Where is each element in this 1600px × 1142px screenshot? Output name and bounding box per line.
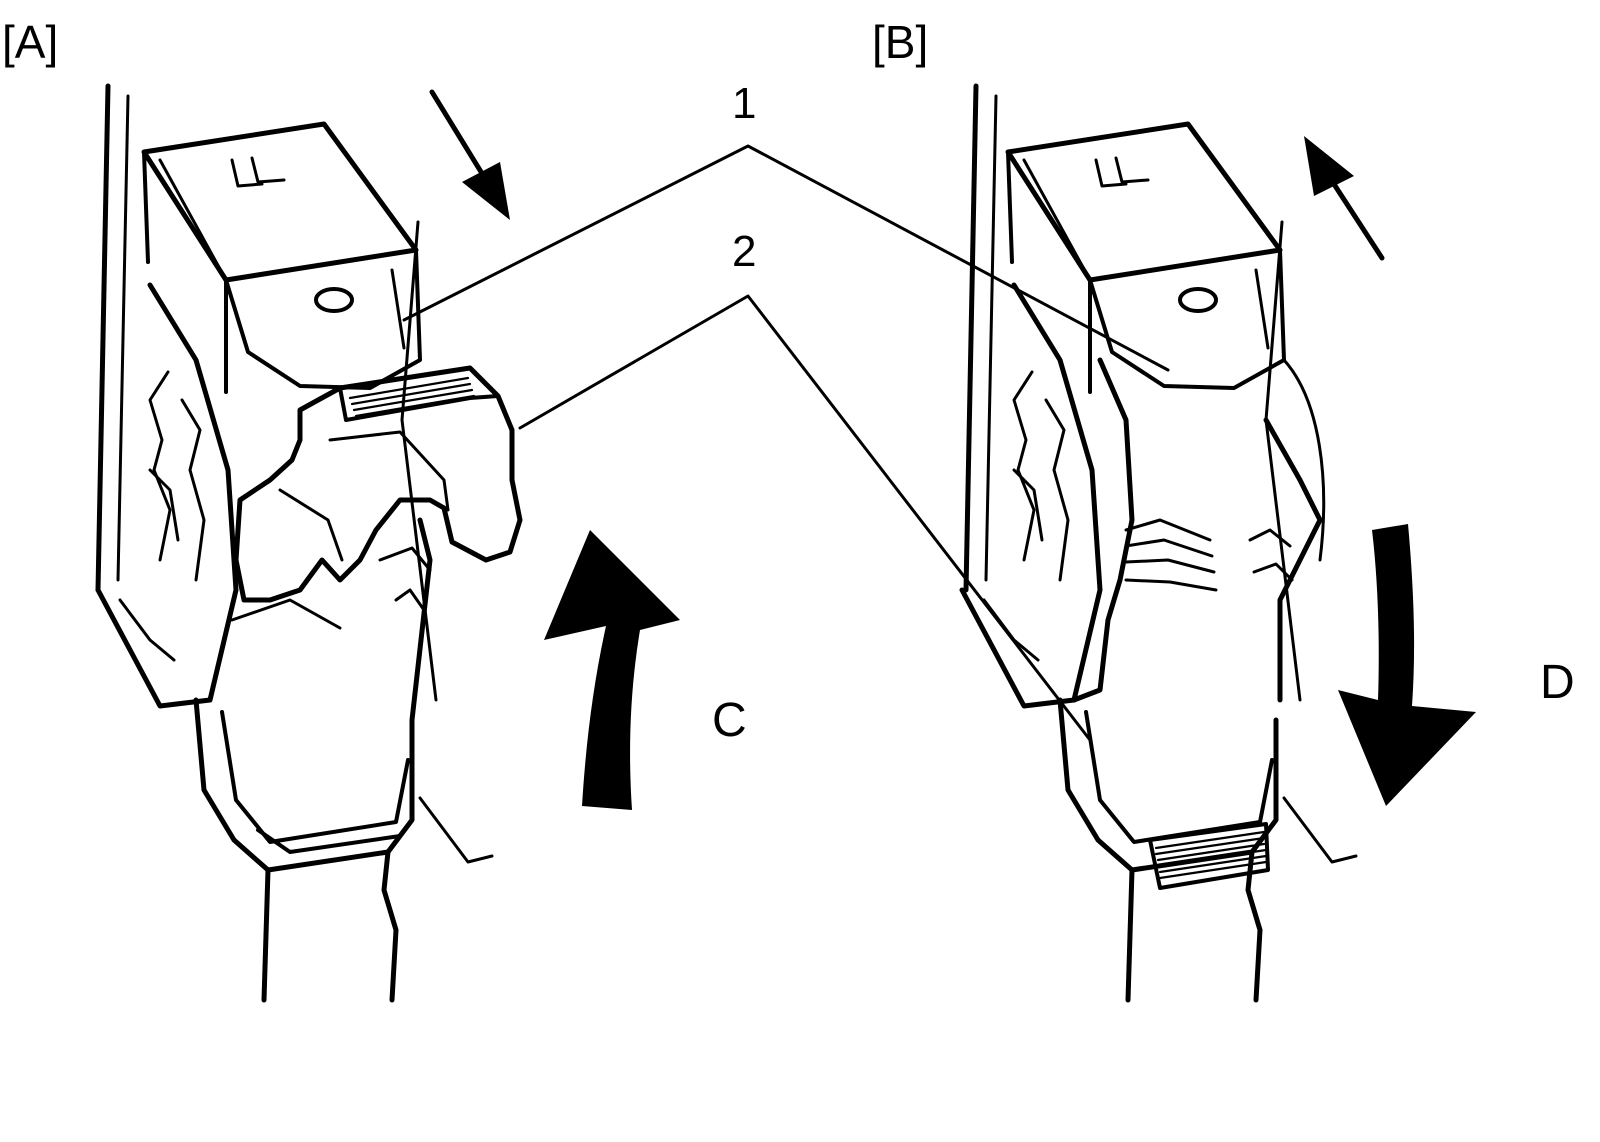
arrow-c-up bbox=[544, 530, 680, 810]
arrow-d-down bbox=[1338, 524, 1476, 806]
callout-2-leader bbox=[518, 294, 1092, 742]
direction-d-label: D bbox=[1540, 656, 1575, 709]
callout-1-leader bbox=[402, 144, 1170, 372]
panel-a-label: [A] bbox=[2, 16, 58, 68]
direction-c-label: C bbox=[712, 694, 747, 747]
connector-b bbox=[959, 83, 1358, 1003]
panel-b-label: [B] bbox=[872, 16, 928, 68]
arrow-push-a bbox=[429, 89, 510, 220]
connector-a bbox=[95, 83, 523, 1003]
arrow-pull-b bbox=[1304, 136, 1385, 261]
callout-1-label: 1 bbox=[732, 79, 756, 128]
callout-2-label: 2 bbox=[732, 227, 756, 276]
